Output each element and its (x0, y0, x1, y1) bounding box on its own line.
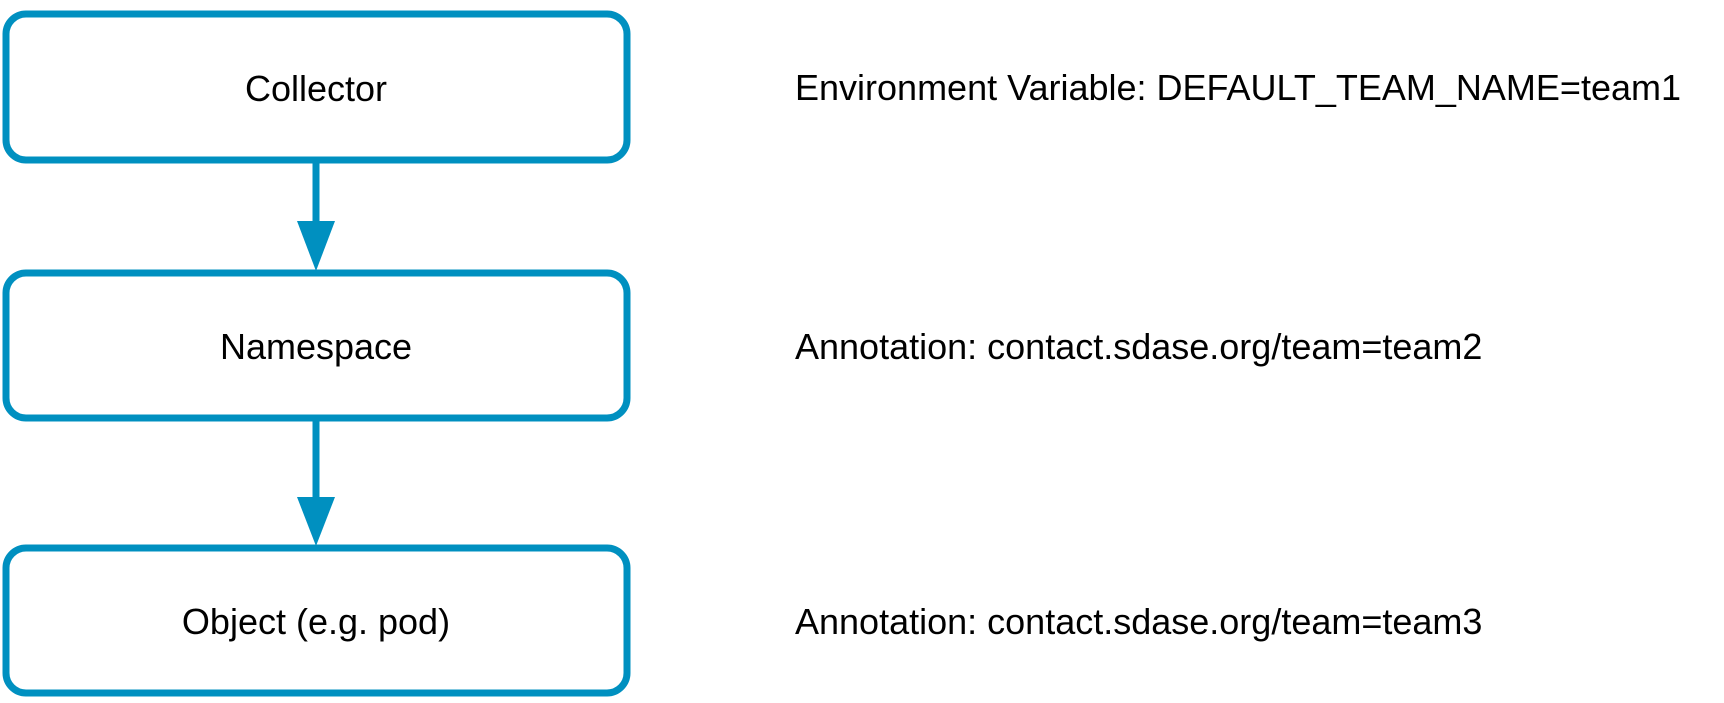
object-node: Object (e.g. pod) (2, 544, 631, 697)
arrow-namespace-to-object (297, 418, 335, 546)
namespace-label: Namespace (220, 326, 412, 367)
collector-note: Environment Variable: DEFAULT_TEAM_NAME=… (795, 67, 1681, 108)
object-label: Object (e.g. pod) (182, 601, 450, 642)
arrow-head-2 (297, 497, 335, 546)
collector-label: Collector (245, 68, 387, 109)
object-note: Annotation: contact.sdase.org/team=team3 (795, 601, 1482, 642)
namespace-node: Namespace (2, 269, 631, 422)
object-box (2, 544, 631, 697)
collector-node: Collector (2, 10, 631, 164)
arrow-head-1 (297, 221, 335, 271)
namespace-note: Annotation: contact.sdase.org/team=team2 (795, 326, 1482, 367)
arrow-collector-to-namespace (297, 160, 335, 271)
